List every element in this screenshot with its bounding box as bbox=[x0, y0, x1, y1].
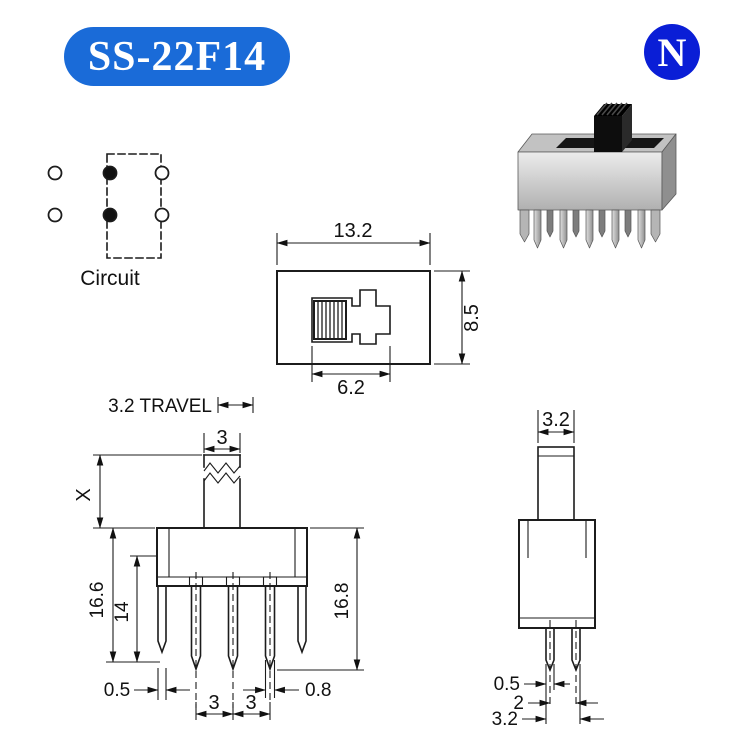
dim-bracket-width: 0.5 bbox=[104, 680, 130, 701]
dim-right-height: 16.8 bbox=[332, 583, 353, 620]
circuit-terminals bbox=[47, 165, 170, 223]
circuit-label: Circuit bbox=[80, 267, 140, 290]
dim-pin-thickness: 0.5 bbox=[494, 674, 520, 695]
back-pins bbox=[546, 208, 632, 238]
dim-overall-width: 13.2 bbox=[334, 220, 373, 242]
product-photo bbox=[517, 102, 677, 249]
dim-row-pitch: 2 bbox=[513, 693, 524, 714]
front-dim-actuator-width: 3 bbox=[203, 427, 241, 453]
dim-pin-length: 14 bbox=[112, 601, 133, 623]
top-view-dim-slot: 6.2 bbox=[311, 346, 391, 399]
brand-logo: N bbox=[644, 24, 700, 80]
dim-overall-depth: 8.5 bbox=[461, 304, 483, 332]
front-terminal-pins bbox=[190, 572, 276, 708]
side-body bbox=[518, 519, 596, 629]
dim-pin-pitch-right: 3 bbox=[245, 692, 256, 714]
bracket-pins bbox=[519, 209, 661, 243]
circuit-diagram: Circuit bbox=[47, 153, 170, 290]
side-dim-body-depth: 3.2 bbox=[492, 664, 604, 730]
dim-actuator-width: 3 bbox=[216, 427, 227, 449]
front-body-details bbox=[157, 528, 307, 587]
front-dim-pin-width: 0.8 bbox=[243, 660, 331, 701]
dim-pin-pitch-left: 3 bbox=[208, 692, 219, 714]
front-dim-pin-length: 14 bbox=[112, 555, 158, 663]
top-view: 13.2 8.5 6.2 bbox=[276, 220, 483, 399]
dim-body-depth: 3.2 bbox=[492, 709, 518, 730]
front-dim-left-height: 16.6 bbox=[87, 527, 160, 663]
side-actuator bbox=[537, 446, 575, 521]
side-dim-actuator-depth: 3.2 bbox=[537, 409, 575, 443]
front-dim-x: X bbox=[73, 454, 202, 529]
dim-left-height: 16.6 bbox=[87, 582, 108, 619]
front-dim-pin-pitch: 3 3 bbox=[195, 692, 271, 720]
circuit-housing-outline bbox=[106, 153, 162, 259]
dim-actuator-depth: 3.2 bbox=[542, 409, 570, 431]
side-pins bbox=[545, 620, 581, 706]
switch-knob bbox=[594, 102, 632, 152]
top-view-knob bbox=[313, 300, 347, 340]
dim-travel: 3.2 TRAVEL bbox=[108, 396, 212, 417]
front-dim-bracket-width: 0.5 bbox=[104, 668, 190, 701]
top-view-slot bbox=[311, 289, 391, 345]
side-body-details bbox=[519, 520, 595, 619]
switch-front-face bbox=[517, 151, 663, 211]
front-pins bbox=[533, 209, 646, 249]
top-view-body bbox=[276, 270, 431, 365]
front-dim-right-height: 16.8 bbox=[277, 527, 364, 671]
dim-actuator-height: X bbox=[73, 488, 95, 501]
switch-side-face bbox=[661, 133, 677, 211]
model-badge: SS-22F14 bbox=[64, 27, 290, 86]
side-dim-pin-thickness: 0.5 bbox=[494, 664, 570, 724]
front-actuator bbox=[203, 454, 241, 529]
front-view: 3.2 TRAVEL 3 X 16.6 14 bbox=[73, 396, 364, 720]
side-view: 3.2 0.5 2 3.2 bbox=[492, 409, 604, 730]
side-dim-row-pitch: 2 bbox=[513, 693, 598, 714]
front-dim-travel: 3.2 TRAVEL bbox=[108, 396, 254, 417]
top-view-dim-depth: 8.5 bbox=[434, 270, 483, 365]
dim-slot-length: 6.2 bbox=[337, 377, 365, 399]
dim-pin-width: 0.8 bbox=[305, 680, 331, 701]
top-view-dim-width: 13.2 bbox=[276, 220, 431, 265]
front-bracket-right bbox=[297, 585, 307, 655]
front-bracket-left bbox=[157, 585, 167, 655]
